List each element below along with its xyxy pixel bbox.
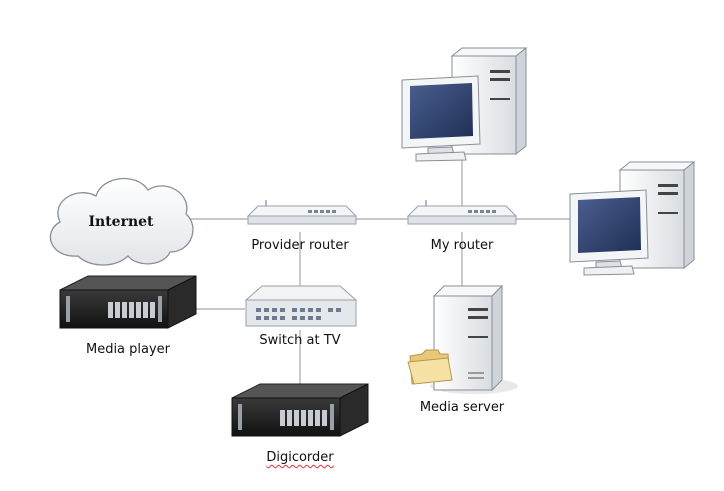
switch-icon [244,285,358,327]
router-icon [406,200,518,225]
my-router-label: My router [430,238,494,253]
router-icon [246,200,358,225]
rack-server-icon [231,383,369,437]
digicorder-label: Digicorder [266,450,334,465]
desktop-computer-icon [569,160,696,276]
connections [188,155,570,390]
rack-server-icon [59,275,197,329]
media-player-label: Media player [85,342,171,357]
switch-label: Switch at TV [259,333,341,348]
folder-icon [407,349,453,385]
internet-label: Internet [88,214,154,230]
provider-router-label: Provider router [251,238,349,253]
cloud-icon [49,177,194,266]
media-server-label: Media server [419,400,505,415]
desktop-computer-icon [401,46,528,162]
